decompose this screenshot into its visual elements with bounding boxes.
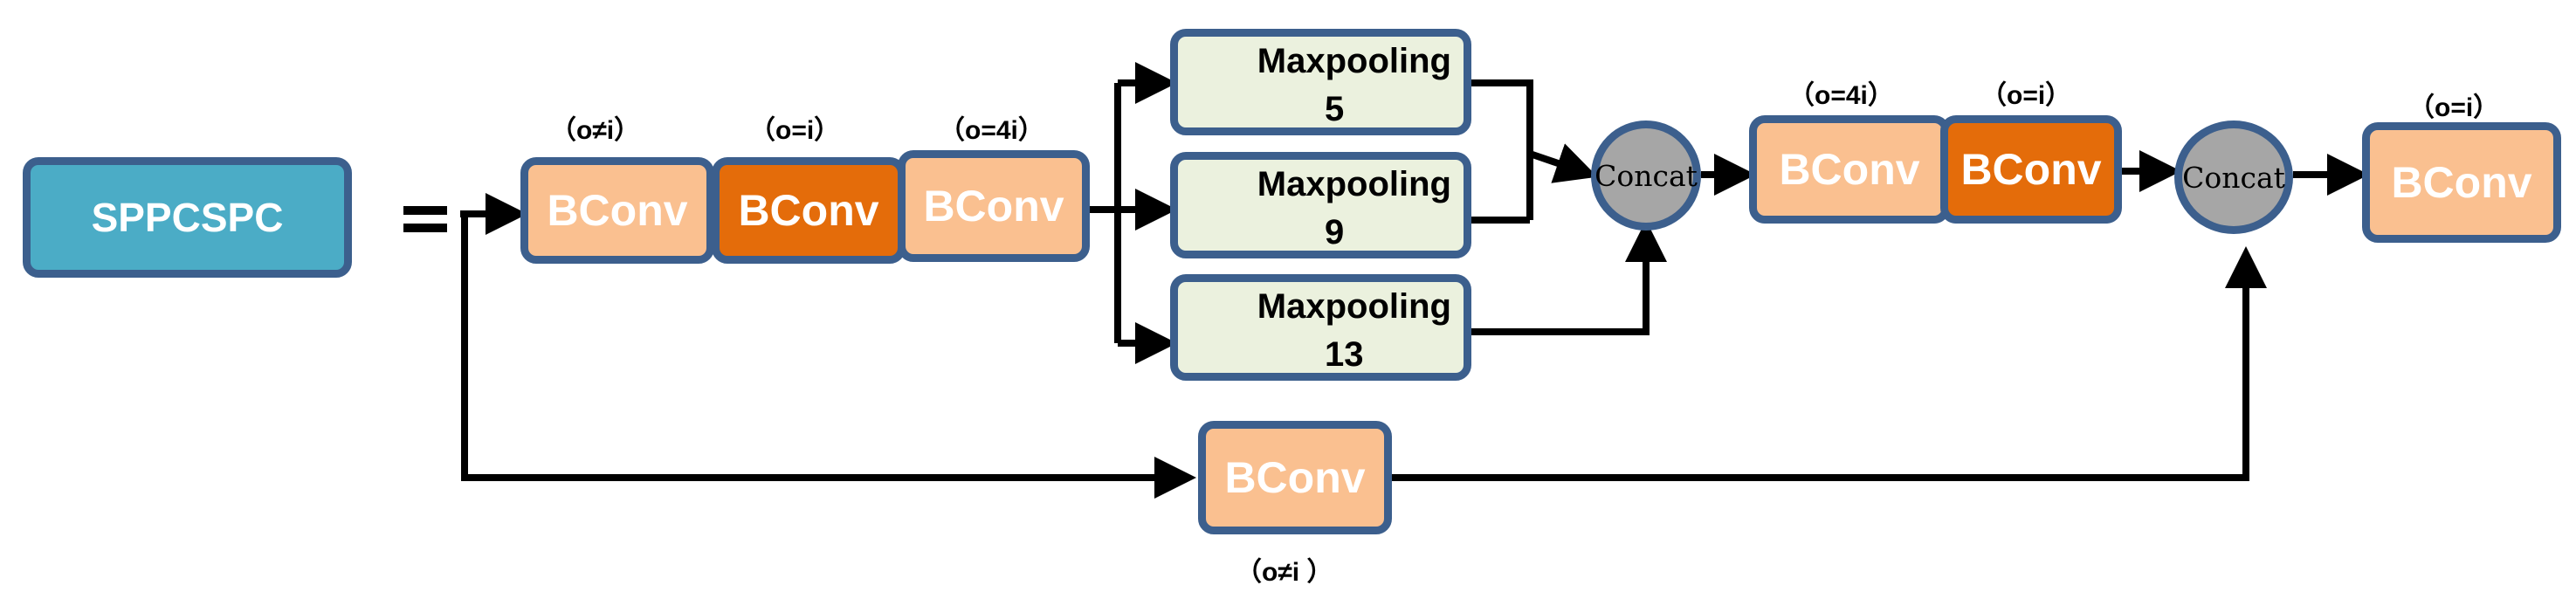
equals-bar-top	[403, 206, 447, 215]
maxpool-label: Maxpooling	[1257, 165, 1451, 203]
maxpool-label: Maxpooling	[1257, 287, 1451, 326]
bconv-label: BConv	[1224, 453, 1366, 502]
final-bconv-annotation: （o=i）	[2408, 93, 2500, 122]
bconv-block-final[interactable]: BConv	[2362, 122, 2561, 243]
concat-label: Concat	[1595, 158, 1698, 193]
maxpool-size: 13	[1325, 335, 1364, 374]
bconv-label: BConv	[1960, 145, 2102, 194]
sppcspc-block[interactable]: SPPCSPC	[23, 157, 352, 278]
maxpool-block-5[interactable]: Maxpooling 5	[1170, 29, 1471, 135]
shortcut-bconv-annotation: （o≠i ）	[1236, 558, 1333, 587]
concat-label: Concat	[2182, 160, 2285, 195]
bconv1-annotation: （o≠i）	[550, 116, 641, 145]
line-shortcut	[461, 214, 1196, 499]
bconv-label: BConv	[547, 186, 688, 235]
maxpool-label: Maxpooling	[1257, 42, 1451, 80]
concat-node-1[interactable]: Concat	[1591, 120, 1701, 231]
bconv-label: BConv	[1779, 145, 1920, 194]
bconv-block-5[interactable]: BConv	[1940, 115, 2122, 224]
bconv-block-shortcut[interactable]: BConv	[1198, 421, 1392, 534]
maxpool-size: 9	[1325, 213, 1345, 251]
maxpool-block-13[interactable]: Maxpooling 13	[1170, 274, 1471, 381]
bconv-block-2[interactable]: BConv	[712, 157, 906, 264]
sppcspc-label: SPPCSPC	[91, 195, 284, 240]
bconv-block-3[interactable]: BConv	[898, 150, 1090, 262]
bconv-block-1[interactable]: BConv	[520, 157, 714, 264]
maxpool-size: 5	[1325, 90, 1345, 128]
bconv-label: BConv	[923, 182, 1064, 231]
maxpool-block-9[interactable]: Maxpooling 9	[1170, 152, 1471, 258]
arrow-mp5-to-concat1	[1528, 143, 1598, 183]
bconv2-annotation: （o=i）	[749, 116, 841, 145]
bconv3-annotation: （o=4i）	[939, 116, 1044, 145]
arrow-mp13-to-concat1	[1471, 220, 1667, 335]
line-mp5-out	[1471, 79, 1533, 220]
bconv-label: BConv	[738, 186, 879, 235]
line-shortcut-out	[1388, 246, 2267, 481]
bconv4-annotation: （o=4i）	[1788, 81, 1894, 110]
bconv-block-4[interactable]: BConv	[1749, 115, 1950, 224]
bconv-label: BConv	[2391, 158, 2532, 207]
equals-bar-bottom	[403, 224, 447, 232]
bconv5-annotation: （o=i）	[1980, 81, 2072, 110]
concat-node-2[interactable]: Concat	[2174, 120, 2293, 234]
